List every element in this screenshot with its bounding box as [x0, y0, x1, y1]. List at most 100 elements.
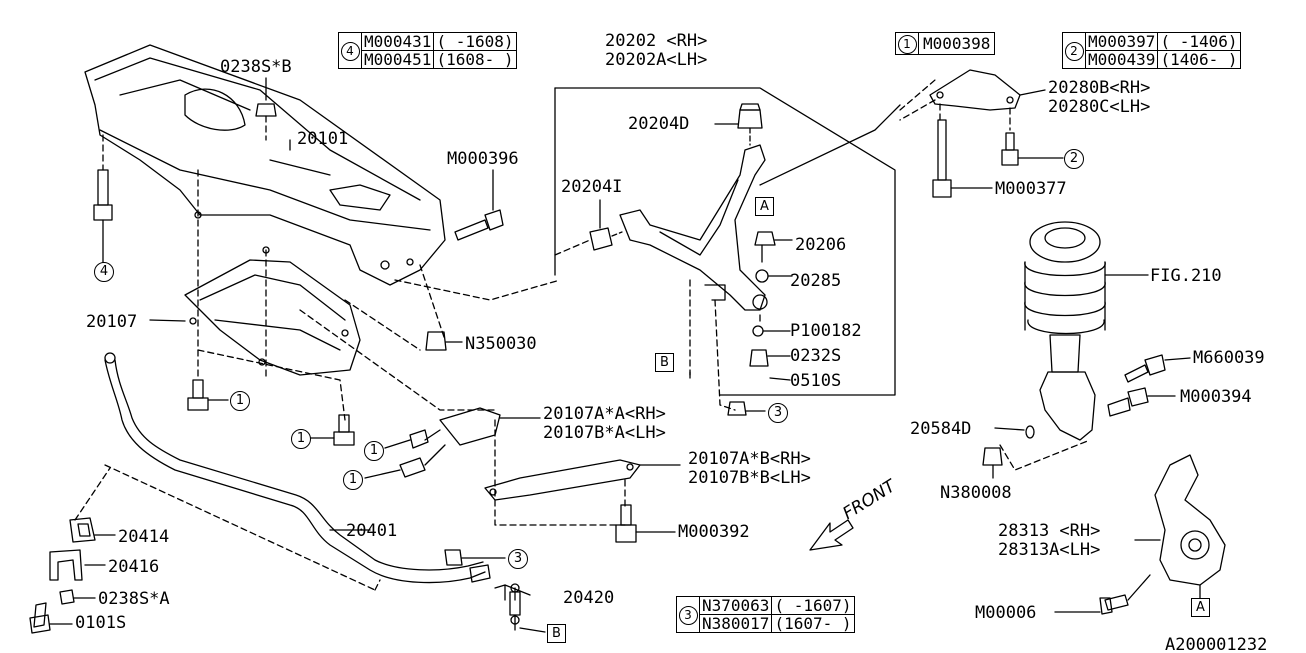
bolt-m000392	[615, 504, 676, 543]
label-20202: 20202 <RH>	[605, 31, 708, 51]
label-20101: 20101	[297, 129, 349, 149]
bushing-20204d	[714, 103, 763, 146]
callout-2-key: 2	[1064, 41, 1084, 61]
table-cell: M000439	[1084, 50, 1159, 69]
label-20206: 20206	[795, 235, 847, 255]
guide-lines	[197, 169, 561, 421]
label-20107b-a: 20107B*A<LH>	[543, 423, 666, 443]
label-m000396: M000396	[447, 149, 519, 169]
label-20401: 20401	[346, 521, 398, 541]
table-cell: N370063	[698, 596, 773, 615]
table-callout-3: 3 N370063 ( -1607) N380017 (1607- )	[676, 596, 855, 633]
table-cell: M000431	[360, 32, 435, 51]
strut-fig210	[1024, 221, 1149, 441]
label-0232s: 0232S	[790, 346, 842, 366]
lower-arm-box	[554, 87, 901, 396]
guide-lines-bar	[74, 464, 381, 591]
bracket-20107a-b	[484, 459, 681, 501]
ref-a: A	[755, 197, 774, 216]
guide-line	[999, 439, 1091, 471]
bolt-m000396	[454, 169, 504, 241]
label-20280c: 20280C<LH>	[1048, 97, 1151, 117]
table-cell: ( -1406)	[1157, 32, 1241, 51]
label-p100182: P100182	[790, 321, 862, 341]
label-20416: 20416	[108, 557, 160, 577]
label-20204i: 20204I	[561, 177, 623, 197]
label-20107: 20107	[86, 312, 138, 332]
table-cell: M000398	[917, 32, 996, 55]
callout-3: 3	[508, 549, 528, 569]
label-20107b-b: 20107B*B<LH>	[688, 468, 811, 488]
bushing-20204i	[589, 199, 623, 251]
bracket-20107a-a	[364, 407, 541, 479]
crossmember-20101	[84, 44, 446, 286]
callout-4: 4	[94, 262, 114, 282]
bolt-0101s	[29, 602, 73, 634]
bolt-callout-1	[187, 379, 355, 446]
bushing-20414	[69, 517, 116, 543]
label-m000394: M000394	[1180, 387, 1252, 407]
stabilizer-bar-20401	[104, 352, 491, 584]
lower-arm-20202	[619, 144, 768, 311]
label-20107a-a: 20107A*A<RH>	[543, 404, 666, 424]
callout-1-key: 1	[897, 34, 917, 54]
label-m000377: M000377	[995, 179, 1067, 199]
nut-0238sb	[255, 77, 277, 141]
table-callout-2: 2 M000397 ( -1406) M000439 (1406- )	[1062, 32, 1241, 69]
bolt-m00006	[1054, 574, 1151, 615]
label-0238sb: 0238S*B	[220, 57, 292, 77]
table-cell: M000451	[360, 50, 435, 69]
label-20202a: 20202A<LH>	[605, 50, 708, 70]
bolt-m660039	[1124, 354, 1191, 383]
label-0238sa: 0238S*A	[98, 589, 170, 609]
knuckle-28313	[1134, 454, 1226, 599]
table-callout-1: 1 M000398	[895, 32, 996, 55]
label-28313a: 28313A<LH>	[998, 540, 1101, 560]
table-cell: N380017	[698, 614, 773, 633]
label-m00006: M00006	[975, 603, 1037, 623]
label-fig210: FIG.210	[1150, 266, 1222, 286]
callout-3-key: 3	[678, 605, 698, 625]
label-20584d: 20584D	[910, 419, 972, 439]
link-20420	[444, 549, 546, 633]
ref-a: A	[1191, 598, 1210, 617]
bracket-20416	[49, 549, 106, 581]
nut-0238sa	[59, 589, 96, 605]
label-20420: 20420	[563, 588, 615, 608]
label-20204d: 20204D	[628, 114, 690, 134]
table-cell: ( -1607)	[771, 596, 855, 615]
bracket-20280b	[929, 69, 1046, 111]
table-cell: (1607- )	[771, 614, 855, 633]
callout-3: 3	[768, 403, 788, 423]
table-callout-4: 4 M000431 ( -1608) M000451 (1608- )	[338, 32, 517, 69]
label-20280b: 20280B<RH>	[1048, 78, 1151, 98]
cover-plate-20107	[149, 259, 361, 376]
label-n350030: N350030	[465, 334, 537, 354]
ref-b: B	[547, 624, 566, 643]
guide-lines-arm	[554, 239, 761, 411]
callout-1: 1	[230, 391, 250, 411]
table-cell: ( -1608)	[433, 32, 517, 51]
label-0101s: 0101S	[75, 613, 127, 633]
bolt-callout-2	[1001, 132, 1064, 166]
label-0510s: 0510S	[790, 371, 842, 391]
bolt-callout-4	[93, 134, 113, 263]
bolt-m000394	[1107, 387, 1176, 417]
callout-4-key: 4	[340, 41, 360, 61]
label-m660039: M660039	[1193, 348, 1265, 368]
callout-1: 1	[364, 441, 384, 461]
ref-b: B	[655, 353, 674, 372]
callout-1: 1	[291, 429, 311, 449]
label-20285: 20285	[790, 271, 842, 291]
callout-1: 1	[343, 470, 363, 490]
callout-2: 2	[1064, 149, 1084, 169]
label-m000392: M000392	[678, 522, 750, 542]
table-cell: (1608- )	[433, 50, 517, 69]
label-20414: 20414	[118, 527, 170, 547]
label-28313: 28313 <RH>	[998, 521, 1101, 541]
front-arrow-icon	[809, 519, 854, 551]
nut-n380008	[982, 447, 1003, 479]
nut-n350030	[425, 331, 463, 351]
